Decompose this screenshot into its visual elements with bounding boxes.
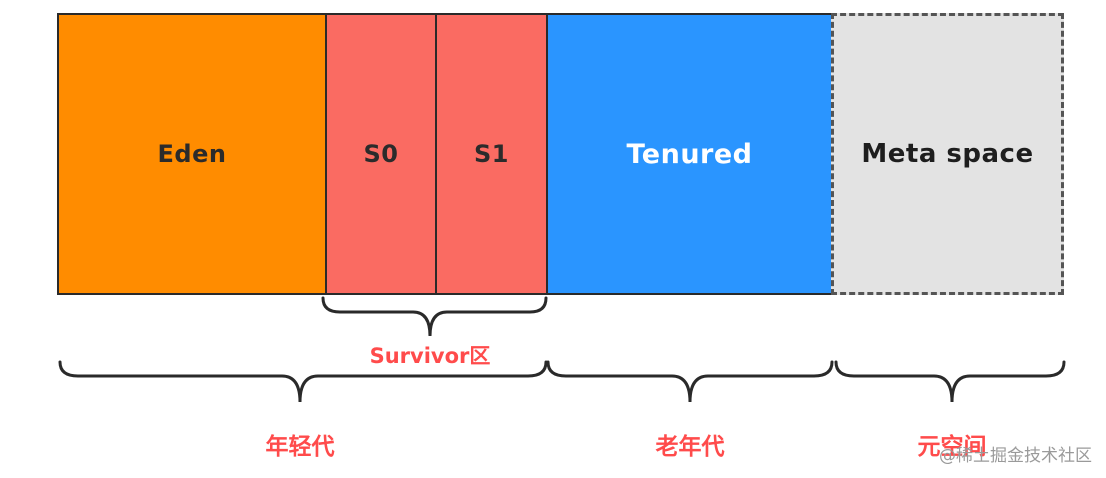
- eden-label: Eden: [157, 140, 227, 168]
- young-generation-label: 年轻代: [265, 434, 335, 460]
- meta-brace: [834, 360, 1066, 403]
- tenured-label: Tenured: [626, 138, 753, 170]
- meta-space-region: Meta space: [831, 13, 1064, 295]
- survivor-s0-region: S0: [325, 13, 437, 295]
- meta-space-label: Meta space: [861, 139, 1034, 169]
- watermark: @稀土掘金技术社区: [939, 446, 1092, 466]
- eden-region: Eden: [57, 13, 327, 295]
- s0-label: S0: [363, 140, 399, 168]
- tenured-region: Tenured: [546, 13, 833, 295]
- metaspace-label: 元空间: [917, 434, 987, 460]
- s1-label: S1: [474, 140, 509, 168]
- survivor-s1-region: S1: [435, 13, 548, 295]
- old-brace: [546, 360, 834, 403]
- survivor-brace: [321, 296, 548, 337]
- survivor-group-label: Survivor区: [369, 344, 491, 368]
- old-generation-label: 老年代: [655, 434, 725, 460]
